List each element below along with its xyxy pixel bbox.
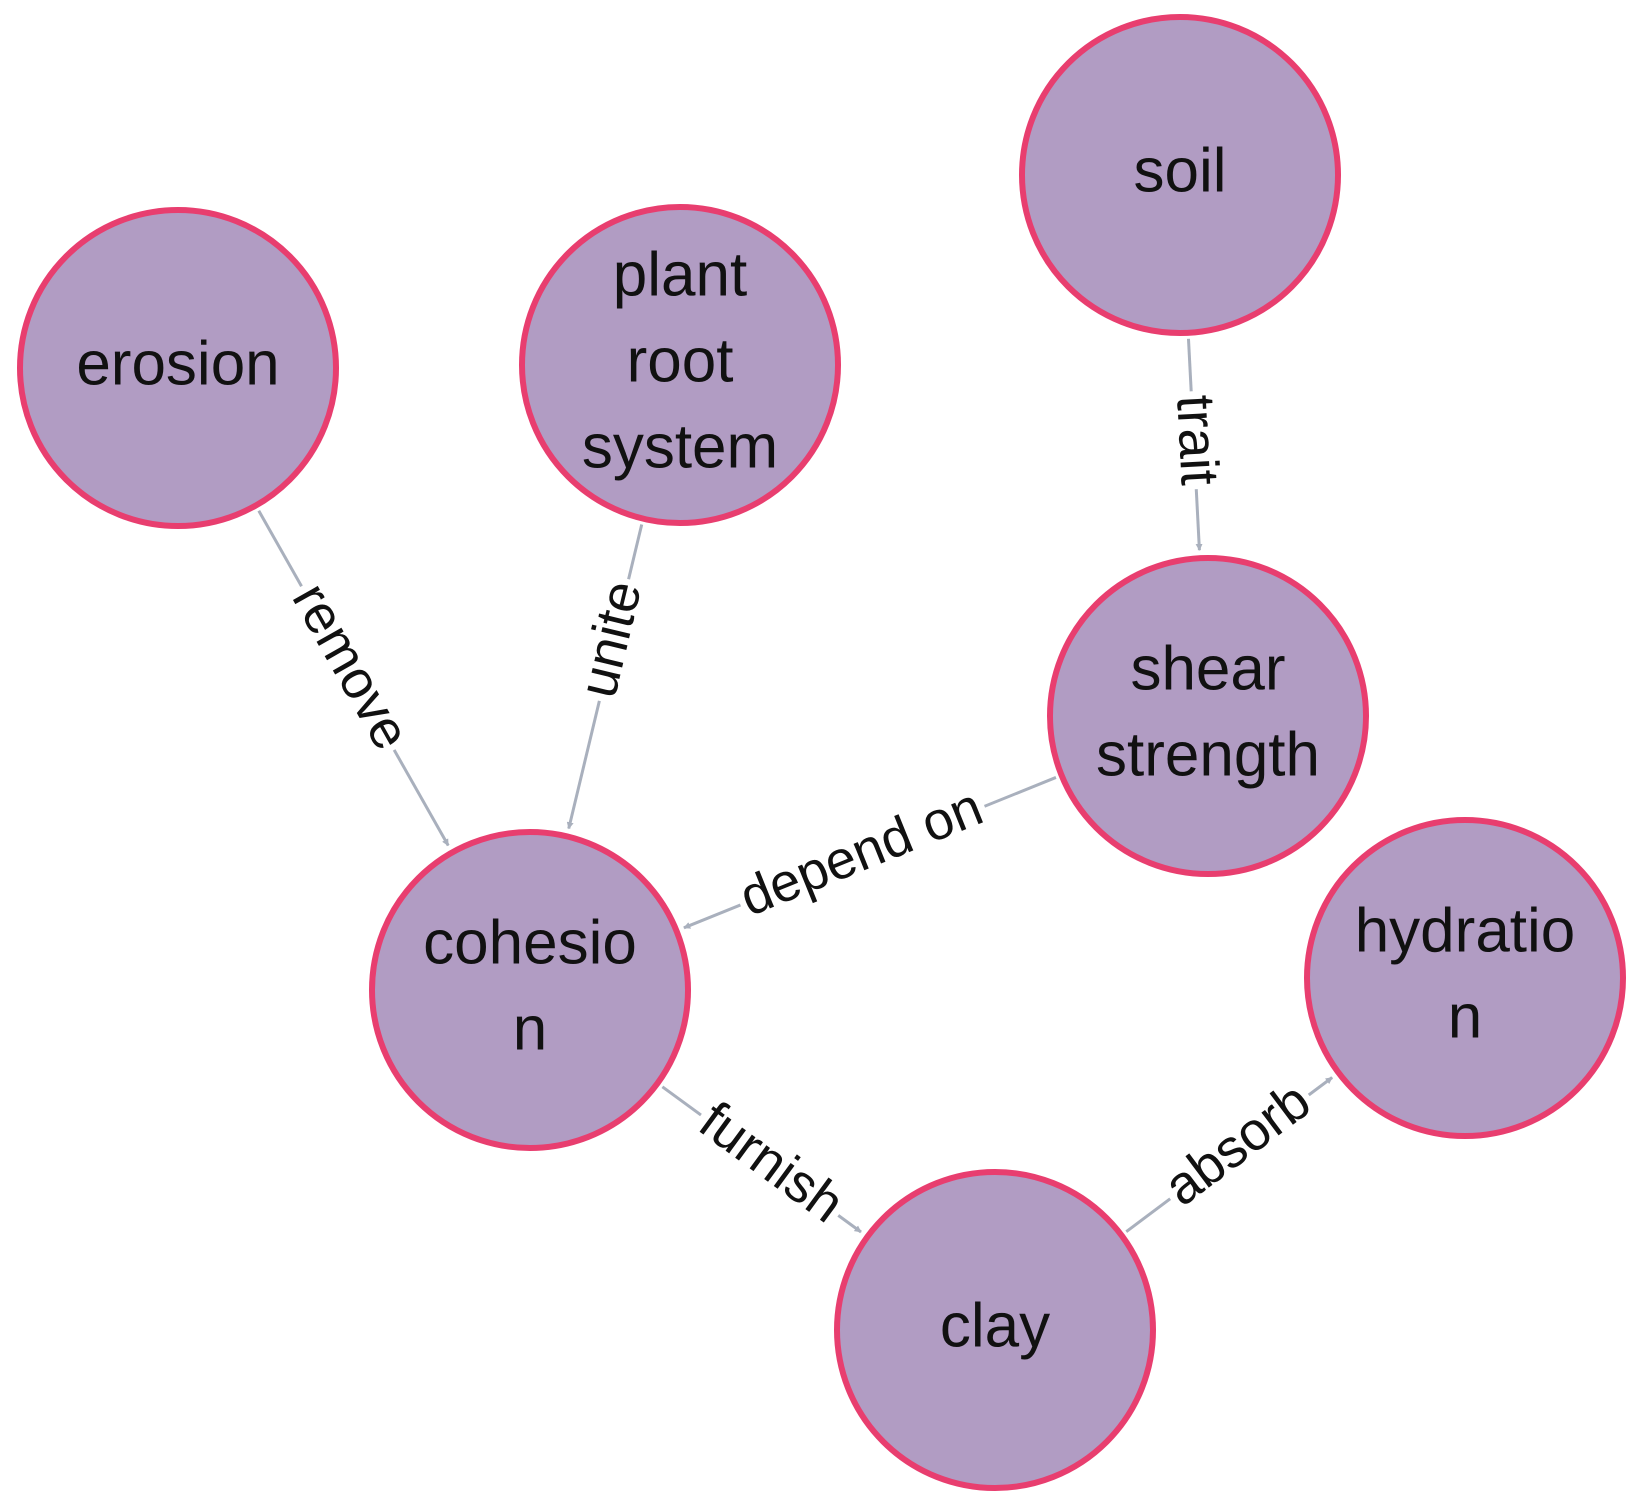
edge-label-furnish: furnish: [689, 1090, 855, 1234]
node-label-hydration-line-2: n: [1448, 982, 1482, 1051]
edge-label-depend-on: depend on: [732, 777, 991, 928]
node-label-hydration-line-1: hydratio: [1355, 896, 1576, 965]
edge-label-unite: unite: [568, 575, 654, 703]
node-circle-plant-root-system: [519, 204, 841, 526]
node-shear-strength: shear strength: [1047, 555, 1369, 877]
edge-remove: remove: [257, 509, 450, 847]
node-label-erosion-line-1: erosion: [76, 329, 279, 398]
edge-label-group-depend-on: depend on: [730, 777, 993, 928]
node-label-clay-line-1: clay: [940, 1291, 1050, 1360]
node-erosion: erosion: [17, 207, 339, 529]
edge-label-group-absorb: absorb: [1153, 1070, 1321, 1217]
node-soil: soil: [1019, 14, 1341, 336]
edge-label-group-remove: remove: [281, 572, 422, 760]
node-circle-clay: [834, 1169, 1156, 1491]
node-clay: clay: [834, 1169, 1156, 1491]
node-circle-cohesion: [369, 829, 691, 1151]
node-label-plant-root-system-line-2: root: [627, 326, 734, 395]
edge-label-bg-remove: [283, 572, 419, 760]
edge-label-bg-unite: [572, 572, 649, 706]
edge-trait: trait: [1165, 338, 1230, 551]
node-label-cohesion-line-1: cohesio: [423, 908, 637, 977]
edge-label-group-furnish: furnish: [689, 1090, 855, 1234]
node-circle-shear-strength: [1047, 555, 1369, 877]
edge-furnish: furnish: [661, 1085, 862, 1234]
edge-label-bg-absorb: [1153, 1072, 1321, 1216]
node-label-plant-root-system-line-1: plant: [613, 240, 747, 309]
node-plant-root-system: plant root system: [519, 204, 841, 526]
edge-unite: unite: [566, 524, 654, 830]
edge-absorb: absorb: [1125, 1070, 1334, 1233]
edge-label-group-trait: trait: [1165, 389, 1230, 491]
edge-label-group-unite: unite: [568, 572, 654, 706]
edge-label-remove: remove: [281, 573, 422, 759]
nodes-layer: soil erosion plant root system shear strength c…: [17, 14, 1626, 1491]
edge-label-trait: trait: [1165, 394, 1230, 487]
node-label-shear-strength-line-1: shear: [1130, 634, 1285, 703]
node-label-shear-strength-line-2: strength: [1096, 720, 1320, 789]
node-label-cohesion-line-2: n: [513, 994, 547, 1063]
node-circle-soil: [1019, 14, 1341, 336]
node-circle-erosion: [17, 207, 339, 529]
node-cohesion: cohesio n: [369, 829, 691, 1151]
node-label-plant-root-system-line-3: system: [582, 412, 778, 481]
edge-label-bg-depend-on: [730, 780, 993, 924]
edge-depend-on: depend on: [683, 776, 1057, 930]
edge-label-bg-furnish: [689, 1092, 855, 1232]
edge-label-bg-trait: [1170, 389, 1224, 491]
node-circle-hydration: [1304, 817, 1626, 1139]
node-label-soil-line-1: soil: [1133, 136, 1226, 205]
node-hydration: hydratio n: [1304, 817, 1626, 1139]
edge-label-absorb: absorb: [1153, 1070, 1321, 1217]
